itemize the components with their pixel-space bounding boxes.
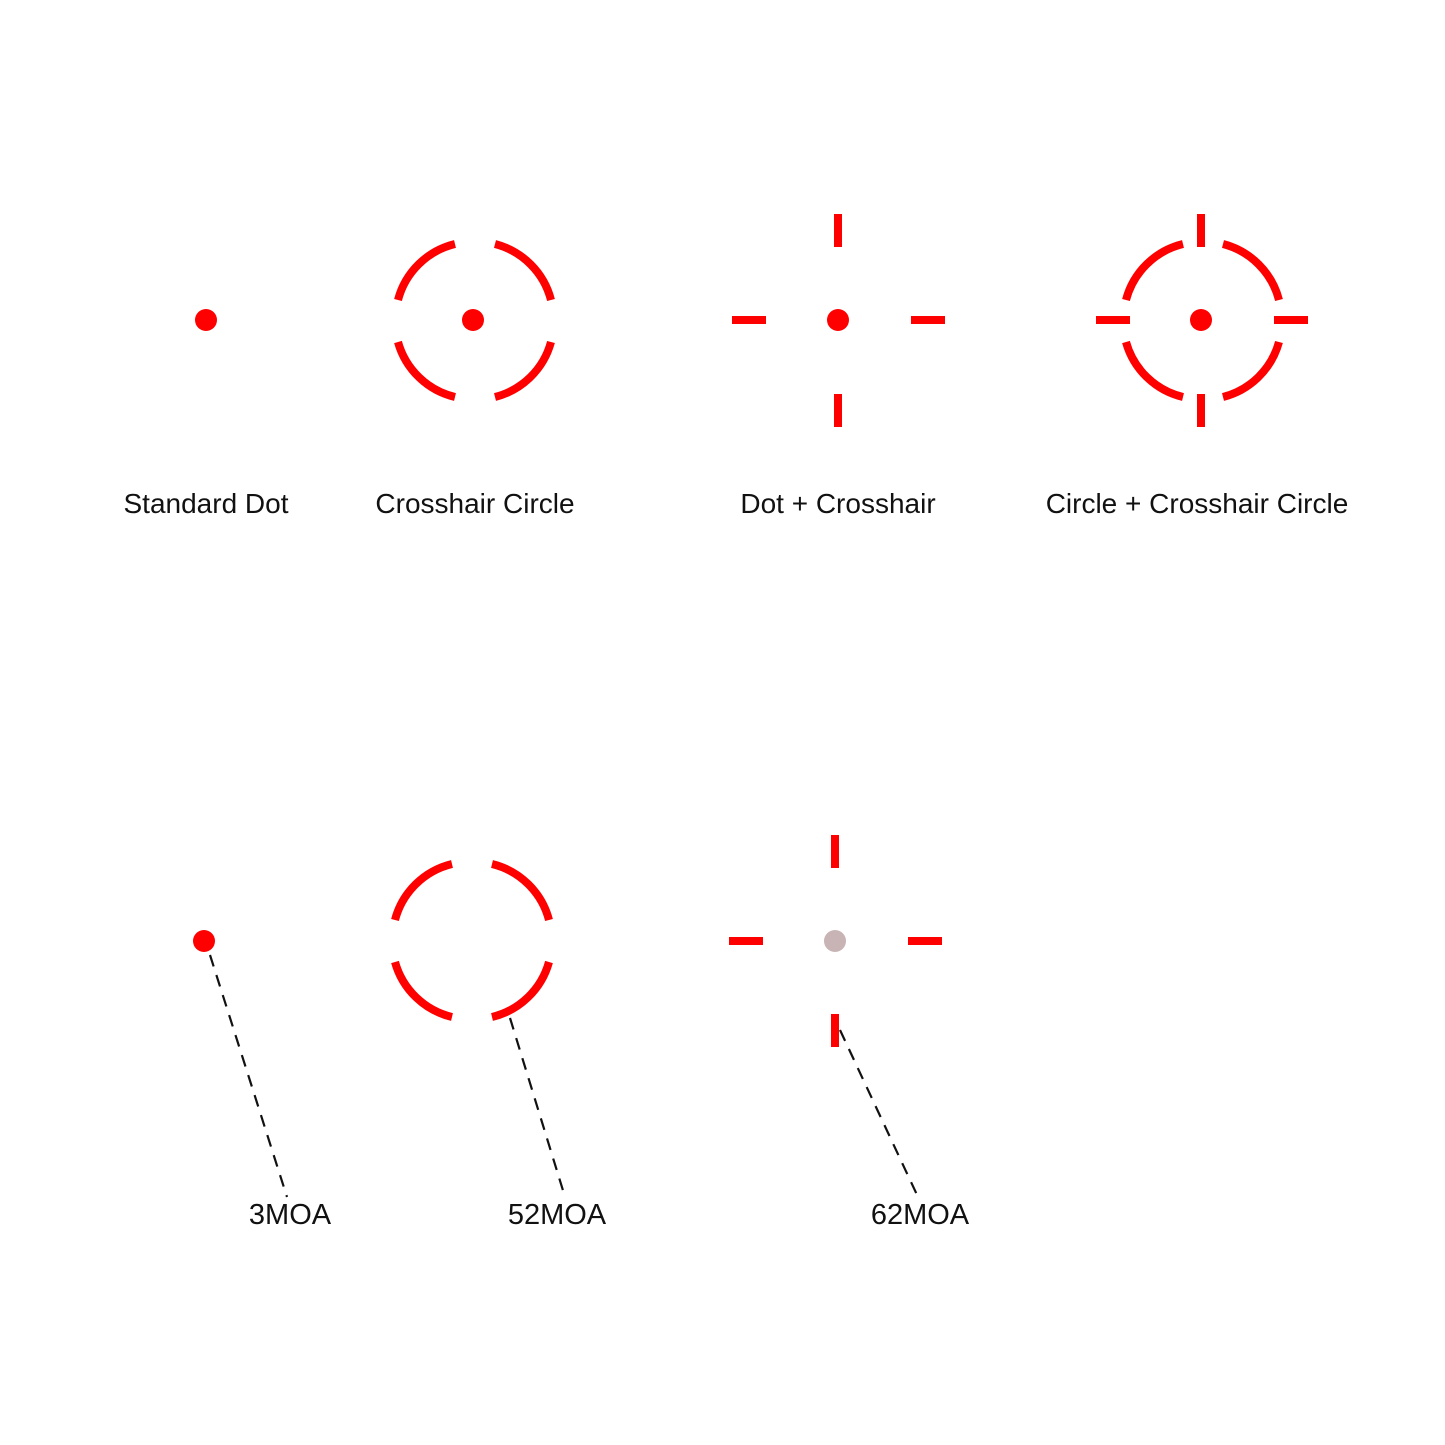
label-dot-crosshair: Dot + Crosshair <box>740 488 936 519</box>
leader-lines <box>208 954 919 1198</box>
leader-line-52moa <box>508 1017 567 1198</box>
label-crosshair-circle: Crosshair Circle <box>375 488 575 519</box>
moa-crosshair-icon <box>729 835 942 1047</box>
standard-dot-reticle-icon <box>195 309 217 331</box>
crosshair-circle-reticle-icon <box>394 240 555 401</box>
dot-crosshair-reticle-icon <box>732 214 945 427</box>
label-62moa: 62MOA <box>870 1199 970 1231</box>
label-circle-crosshair-circle: Circle + Crosshair Circle <box>1045 488 1349 519</box>
moa-dot-icon <box>193 930 215 952</box>
moa-circle-icon <box>391 860 553 1021</box>
leader-line-62moa <box>839 1029 919 1198</box>
label-3moa: 3MOA <box>248 1199 332 1231</box>
circle-crosshair-circle-reticle-icon <box>1096 214 1308 427</box>
leader-line-3moa <box>208 954 289 1198</box>
label-standard-dot: Standard Dot <box>123 488 289 519</box>
label-52moa: 52MOA <box>507 1199 607 1231</box>
